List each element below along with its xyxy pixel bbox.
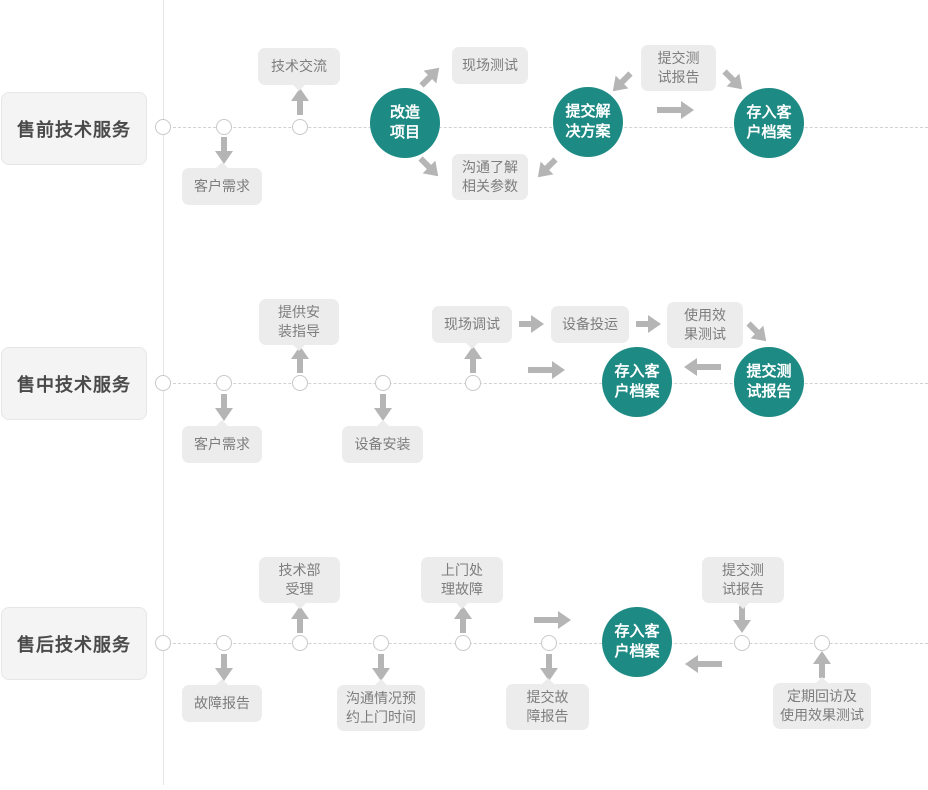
box-submit-test-report: 提交测 试报告 bbox=[641, 45, 716, 91]
flow-arrow-right bbox=[527, 361, 565, 379]
flow-arrow-up bbox=[291, 88, 309, 116]
flow-arrow-up-right bbox=[414, 61, 445, 92]
circle-archive-customer-file: 存入客 户档案 bbox=[602, 347, 672, 417]
row-label-presale: 售前技术服务 bbox=[1, 92, 147, 165]
box-onsite-fault-handling: 上门处 理故障 bbox=[421, 557, 503, 603]
flow-arrow-right bbox=[635, 315, 661, 333]
row-label-aftersale: 售后技术服务 bbox=[1, 607, 147, 680]
flow-arrow-down bbox=[215, 136, 233, 164]
timeline-node bbox=[465, 375, 481, 391]
box-customer-needs: 客户需求 bbox=[182, 426, 262, 463]
box-usage-effect-test: 使用效 果测试 bbox=[667, 302, 743, 348]
box-communicate-parameters: 沟通了解 相关参数 bbox=[452, 154, 528, 200]
box-fault-report: 故障报告 bbox=[182, 685, 262, 722]
timeline-node bbox=[375, 375, 391, 391]
timeline-node bbox=[455, 635, 471, 651]
circle-renovation-project: 改造 项目 bbox=[370, 88, 440, 158]
flow-arrow-down-left bbox=[531, 152, 562, 183]
box-schedule-visit: 沟通情况预 约上门时间 bbox=[337, 685, 425, 731]
circle-submit-solution: 提交解 决方案 bbox=[553, 87, 623, 157]
flow-arrow-right bbox=[656, 101, 694, 119]
timeline-node bbox=[292, 375, 308, 391]
timeline-node bbox=[216, 119, 232, 135]
flow-arrow-down bbox=[733, 605, 751, 633]
box-site-commissioning: 现场调试 bbox=[432, 306, 512, 343]
row-label-insale: 售中技术服务 bbox=[1, 347, 147, 420]
circle-submit-test-report: 提交测 试报告 bbox=[734, 347, 804, 417]
timeline-node bbox=[292, 119, 308, 135]
circle-archive-customer-file: 存入客 户档案 bbox=[734, 88, 804, 158]
flow-arrow-up bbox=[454, 606, 472, 634]
box-equipment-installation: 设备安装 bbox=[342, 426, 423, 463]
flow-arrow-down-left bbox=[606, 66, 637, 97]
flow-arrow-down bbox=[540, 653, 558, 681]
flow-arrow-down-right bbox=[717, 64, 748, 95]
flow-arrow-down bbox=[215, 653, 233, 681]
insale-timeline bbox=[163, 383, 928, 384]
flow-arrow-left bbox=[685, 655, 723, 673]
box-tech-dept-acceptance: 技术部 受理 bbox=[259, 557, 340, 603]
flow-arrow-right bbox=[533, 611, 571, 629]
timeline-node bbox=[292, 635, 308, 651]
box-submit-fault-report: 提交故 障报告 bbox=[506, 684, 589, 730]
timeline-node bbox=[541, 635, 557, 651]
flow-arrow-up bbox=[813, 651, 831, 679]
presale-timeline bbox=[163, 127, 928, 128]
timeline-node bbox=[155, 375, 171, 391]
timeline-node bbox=[216, 635, 232, 651]
flow-arrow-down bbox=[372, 653, 390, 681]
box-equipment-operation: 设备投运 bbox=[551, 306, 629, 343]
box-technical-exchange: 技术交流 bbox=[258, 48, 340, 85]
box-customer-needs: 客户需求 bbox=[182, 168, 262, 205]
timeline-node bbox=[155, 635, 171, 651]
flow-arrow-right bbox=[518, 315, 544, 333]
timeline-node bbox=[734, 635, 750, 651]
box-submit-test-report: 提交测 试报告 bbox=[702, 557, 784, 603]
timeline-node bbox=[814, 635, 830, 651]
flow-arrow-left bbox=[684, 358, 722, 376]
box-installation-guidance: 提供安 装指导 bbox=[259, 299, 339, 345]
timeline-node bbox=[373, 635, 389, 651]
flow-arrow-down bbox=[215, 393, 233, 421]
timeline-node bbox=[155, 119, 171, 135]
box-regular-follow-up: 定期回访及 使用效果测试 bbox=[773, 683, 871, 729]
timeline-node bbox=[216, 375, 232, 391]
circle-archive-customer-file: 存入客 户档案 bbox=[602, 607, 672, 677]
flow-arrow-down-right bbox=[741, 316, 772, 347]
flow-arrow-down bbox=[374, 393, 392, 421]
flow-arrow-down-right bbox=[413, 151, 444, 182]
timeline-vertical-divider bbox=[163, 0, 164, 785]
flow-arrow-up bbox=[464, 346, 482, 374]
flow-arrow-up bbox=[291, 606, 309, 634]
box-site-test: 现场测试 bbox=[452, 47, 528, 84]
